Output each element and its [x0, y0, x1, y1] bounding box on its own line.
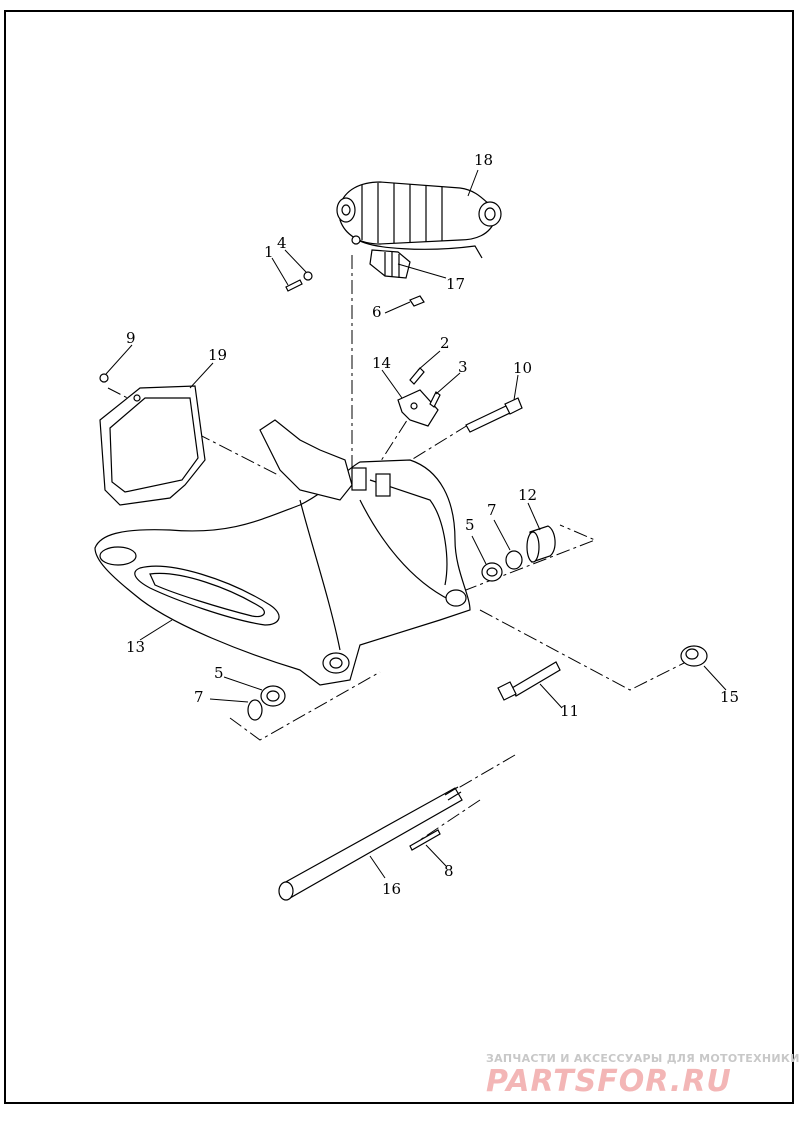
part-10-bolt — [465, 397, 523, 433]
callout-7-left: 7 — [194, 688, 204, 706]
callout-17: 17 — [446, 275, 466, 293]
part-19-cover — [99, 385, 206, 506]
callout-5-right: 5 — [465, 516, 475, 534]
watermark-logo: PARTSFOR.RU — [486, 1064, 732, 1099]
callout-8: 8 — [444, 862, 454, 880]
part-12-spacer — [526, 525, 556, 563]
callout-5-left: 5 — [214, 664, 224, 682]
callout-1: 1 — [264, 243, 274, 261]
callout-7-right: 7 — [487, 501, 497, 519]
part-9-fastener — [99, 373, 109, 383]
part-5-bearing-right — [481, 562, 503, 582]
part-6-clip — [409, 295, 425, 307]
callout-10: 10 — [513, 359, 533, 377]
part-7-ring-left — [247, 699, 263, 721]
part-13-swingarm — [94, 419, 471, 686]
callout-11: 11 — [560, 702, 580, 720]
callout-16: 16 — [382, 880, 402, 898]
callout-4: 4 — [277, 234, 287, 252]
part-18-shock-absorber — [336, 181, 502, 259]
diagram-frame — [4, 10, 794, 1104]
callout-14: 14 — [372, 354, 392, 372]
callout-2: 2 — [440, 334, 450, 352]
part-11-bolt — [497, 661, 561, 701]
callout-13: 13 — [126, 638, 146, 656]
leader-lines — [105, 169, 727, 879]
callout-15: 15 — [720, 688, 740, 706]
callout-12: 12 — [518, 486, 538, 504]
callout-18: 18 — [474, 151, 494, 169]
part-2-3-screws — [409, 367, 441, 408]
callout-3: 3 — [458, 358, 468, 376]
part-15-nut — [680, 645, 708, 667]
part-8-pin — [409, 829, 441, 851]
callout-9: 9 — [126, 329, 136, 347]
part-17-preload-adjuster — [369, 249, 411, 279]
part-7-ring-right — [505, 550, 523, 570]
part-1-4-screw-washer — [285, 271, 313, 292]
watermark-caption: ЗАПЧАСТИ И АКСЕССУАРЫ ДЛЯ МОТОТЕХНИКИ — [486, 1052, 800, 1065]
callout-6: 6 — [372, 303, 382, 321]
callout-19: 19 — [208, 346, 228, 364]
part-5-bearing-left — [260, 685, 286, 707]
part-16-pivot-shaft — [278, 786, 463, 901]
part-14-clamp — [397, 389, 439, 427]
